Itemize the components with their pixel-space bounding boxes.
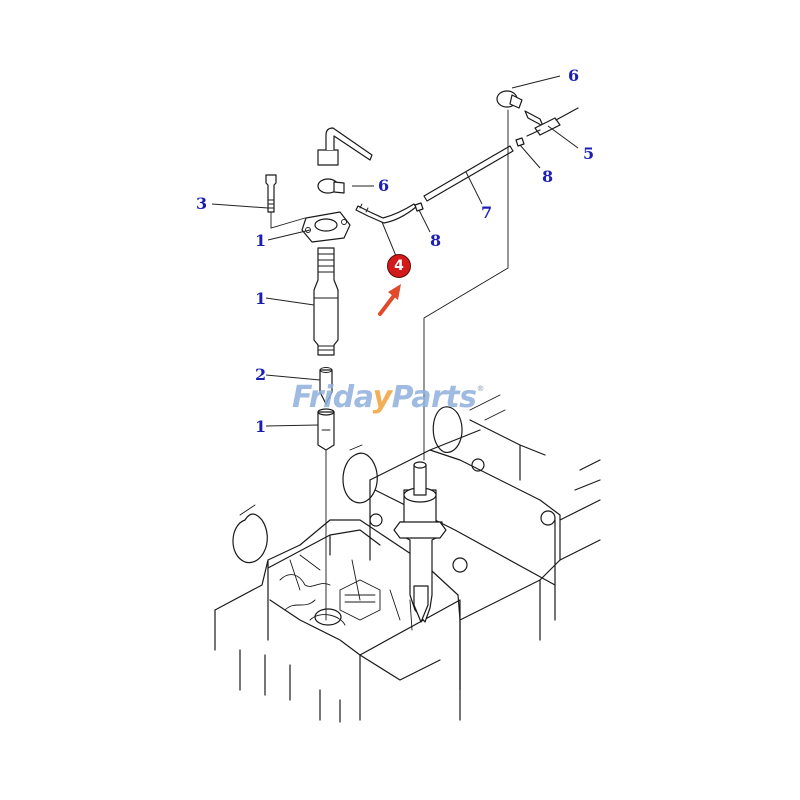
leader-lines	[211, 75, 579, 427]
callout-6-left: 6	[378, 176, 390, 195]
callout-2: 2	[255, 365, 267, 384]
callout-7: 7	[481, 203, 493, 222]
watermark-check: y	[372, 380, 393, 415]
watermark-trademark: ®	[476, 384, 484, 393]
watermark-prefix: Frida	[292, 380, 373, 415]
cylinder-head-block	[214, 394, 601, 723]
fridayparts-watermark: FridayParts®	[292, 380, 484, 415]
callout-8-left: 8	[430, 231, 442, 250]
return-hose-and-pipes	[355, 90, 579, 461]
exploded-injector-column	[265, 127, 373, 621]
callout-1-body: 1	[255, 289, 267, 308]
callout-6-right: 6	[568, 66, 580, 85]
callout-5: 5	[583, 144, 595, 163]
callout-3: 3	[196, 194, 208, 213]
highlight-arrow	[378, 284, 401, 316]
highlighted-part-4-badge[interactable]: 4	[387, 254, 411, 278]
callout-8-right: 8	[542, 167, 554, 186]
callout-1-nut: 1	[255, 417, 267, 436]
watermark-suffix: Parts	[391, 380, 477, 415]
callout-1-flange: 1	[255, 231, 267, 250]
